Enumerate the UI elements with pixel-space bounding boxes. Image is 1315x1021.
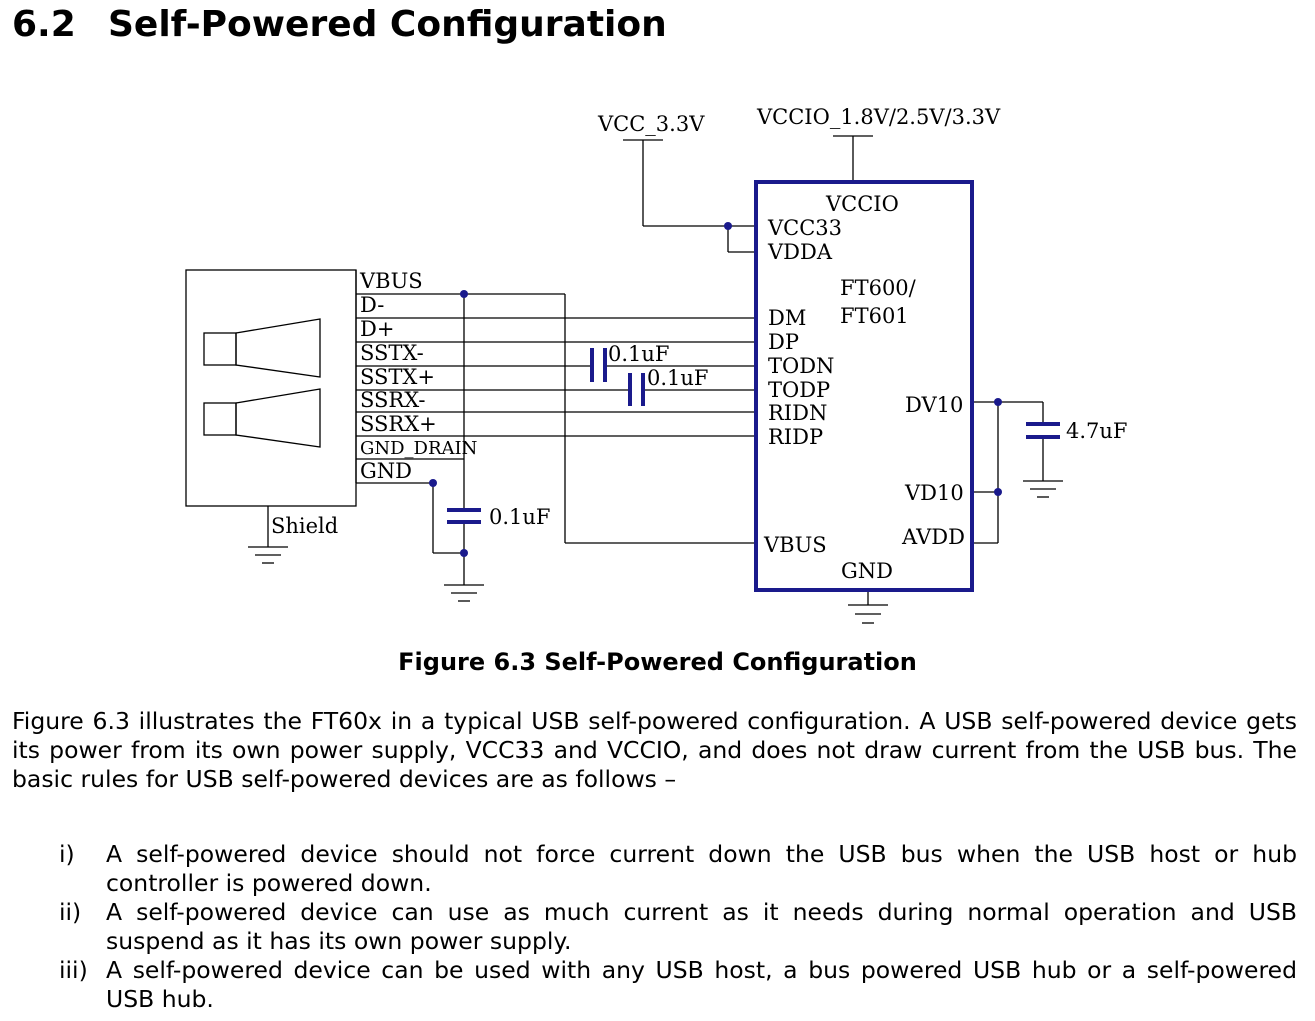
pin-ssrx-minus: SSRX- xyxy=(360,388,426,412)
pin-d-minus: D- xyxy=(360,293,384,317)
chip-pin-vcc33: VCC33 xyxy=(767,216,842,240)
rule-text: A self-powered device should not force c… xyxy=(106,840,1297,897)
chip-pin-dv10: DV10 xyxy=(905,393,963,417)
rule-item: ii) A self-powered device can use as much… xyxy=(12,898,1297,956)
usb-self-powered-schematic: VCC_3.3V VCCIO_1.8V/2.5V/3.3V VBUS D- D+… xyxy=(185,105,1128,624)
rule-text: A self-powered device can be used with a… xyxy=(106,956,1297,1013)
chip-pin-dm: DM xyxy=(768,306,806,330)
vccio-supply-label: VCCIO_1.8V/2.5V/3.3V xyxy=(756,105,1001,129)
chip-pin-todn: TODN xyxy=(768,354,834,378)
chip-name-line2: FT601 xyxy=(840,304,909,328)
pin-gnd-drain: GND_DRAIN xyxy=(360,438,477,459)
shield-label: Shield xyxy=(271,514,338,538)
chip-pin-dp: DP xyxy=(768,330,799,354)
capacitors xyxy=(447,348,1060,524)
rule-marker: ii) xyxy=(59,898,82,926)
pin-sstx-minus: SSTX- xyxy=(360,341,424,365)
section-number: 6.2 xyxy=(12,4,76,45)
vcc-supply-label: VCC_3.3V xyxy=(597,112,705,136)
chip-name-line1: FT600/ xyxy=(840,276,917,300)
chip-pin-ridp: RIDP xyxy=(768,425,823,449)
chip-pin-vd10: VD10 xyxy=(904,481,964,505)
chip-pin-avdd: AVDD xyxy=(901,525,965,549)
body-paragraph: Figure 6.3 illustrates the FT60x in a ty… xyxy=(12,707,1297,793)
cap-dv10-label: 4.7uF xyxy=(1066,419,1128,443)
chip-pin-gnd: GND xyxy=(841,559,893,583)
chip-pin-vbus: VBUS xyxy=(763,533,827,557)
rule-marker: i) xyxy=(59,840,75,868)
wires xyxy=(185,135,1063,624)
chip-outline xyxy=(754,180,974,592)
connector-symbol-2 xyxy=(203,402,237,436)
pin-ssrx-plus: SSRX+ xyxy=(360,412,437,436)
junctions xyxy=(429,222,1002,557)
rule-marker: iii) xyxy=(59,956,88,984)
chip-pin-todp: TODP xyxy=(768,378,830,402)
rule-item: iii) A self-powered device can be used wi… xyxy=(12,956,1297,1014)
chip-pin-ridn: RIDN xyxy=(768,401,827,425)
figure-caption: Figure 6.3 Self-Powered Configuration xyxy=(398,648,917,676)
cap-vbus-label: 0.1uF xyxy=(489,505,551,529)
connector-horn-1 xyxy=(235,318,321,378)
cap-sstx-minus-label: 0.1uF xyxy=(608,342,670,366)
pin-vbus: VBUS xyxy=(359,269,423,293)
connector-horn-2 xyxy=(235,388,321,448)
cap-sstx-plus-label: 0.1uF xyxy=(647,366,709,390)
pin-sstx-plus: SSTX+ xyxy=(360,365,435,389)
usb-connector-outline xyxy=(185,269,357,507)
pin-d-plus: D+ xyxy=(360,317,394,341)
rule-text: A self-powered device can use as much cu… xyxy=(106,898,1297,955)
chip-pin-vccio: VCCIO xyxy=(825,192,899,216)
rules-list: i) A self-powered device should not force… xyxy=(12,840,1297,1014)
pin-gnd: GND xyxy=(360,459,412,483)
section-heading: 6.2 Self-Powered Configuration xyxy=(12,4,667,45)
chip-pin-vdda: VDDA xyxy=(767,240,833,264)
connector-symbol-1 xyxy=(203,332,237,366)
rule-item: i) A self-powered device should not force… xyxy=(12,840,1297,898)
section-title: Self-Powered Configuration xyxy=(108,4,667,45)
